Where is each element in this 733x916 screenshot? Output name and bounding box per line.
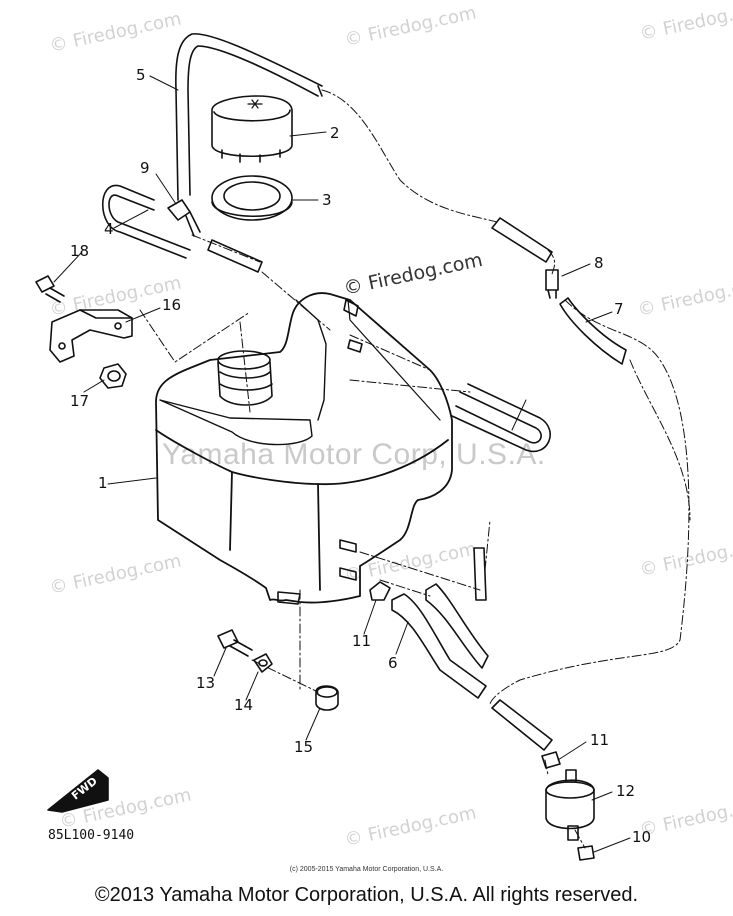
- callout-18: 18: [70, 242, 90, 260]
- leader-lines: [53, 75, 631, 853]
- hose-4: [101, 184, 191, 259]
- clip-11-left: [369, 581, 391, 601]
- callout-9: 9: [140, 159, 150, 177]
- callout-4: 4: [104, 220, 114, 238]
- callout-16: 16: [162, 296, 182, 314]
- oil-tank-1: [155, 292, 453, 604]
- bracket-16: [49, 309, 133, 363]
- gasket-3: [211, 175, 293, 221]
- callout-11-left: 11: [352, 632, 372, 650]
- callout-2: 2: [330, 124, 340, 142]
- callout-3: 3: [322, 191, 332, 209]
- bolt-13: [217, 629, 253, 657]
- callout-15: 15: [294, 738, 314, 756]
- callout-1: 1: [98, 474, 108, 492]
- callout-6: 6: [388, 654, 398, 672]
- fitting-10: [577, 845, 595, 861]
- hose-loop-right: [451, 383, 551, 453]
- tank-cap-2: [211, 95, 293, 163]
- hose-6: [391, 583, 489, 699]
- filler-neck: [217, 350, 273, 406]
- clip-11-right: [541, 751, 561, 769]
- hose-vertical: [473, 547, 487, 601]
- callout-13: 13: [196, 674, 216, 692]
- callout-17: 17: [70, 392, 90, 410]
- small-copyright: (c) 2005-2015 Yamaha Motor Corporation, …: [289, 866, 444, 873]
- bolt-18: [35, 275, 65, 303]
- callout-7: 7: [614, 300, 624, 318]
- joint-9: [167, 199, 201, 237]
- callout-12: 12: [616, 782, 636, 800]
- callout-11-right: 11: [590, 731, 610, 749]
- hose-7: [559, 297, 627, 365]
- grommet-15: [315, 685, 339, 711]
- callout-8: 8: [594, 254, 604, 272]
- hose-segment: [207, 239, 263, 273]
- mount-stub: [277, 591, 301, 605]
- hose-5: [175, 33, 323, 201]
- filter-12: [545, 769, 595, 841]
- center-watermark: Yamaha Motor Corp, U.S.A.: [162, 438, 546, 471]
- hose-lower: [491, 699, 553, 751]
- callout-10: 10: [632, 828, 652, 846]
- nut-17: [99, 363, 127, 389]
- tank-outlets: [339, 299, 363, 581]
- hose-upper-right: [491, 217, 553, 263]
- washer-14: [253, 653, 273, 673]
- fwd-arrow-icon: [47, 769, 109, 813]
- callout-14: 14: [234, 696, 254, 714]
- part-code: 85L100-9140: [48, 828, 135, 843]
- copyright: ©2013 Yamaha Motor Corporation, U.S.A. A…: [94, 884, 639, 906]
- callout-5: 5: [136, 66, 146, 84]
- joint-8: [545, 269, 559, 299]
